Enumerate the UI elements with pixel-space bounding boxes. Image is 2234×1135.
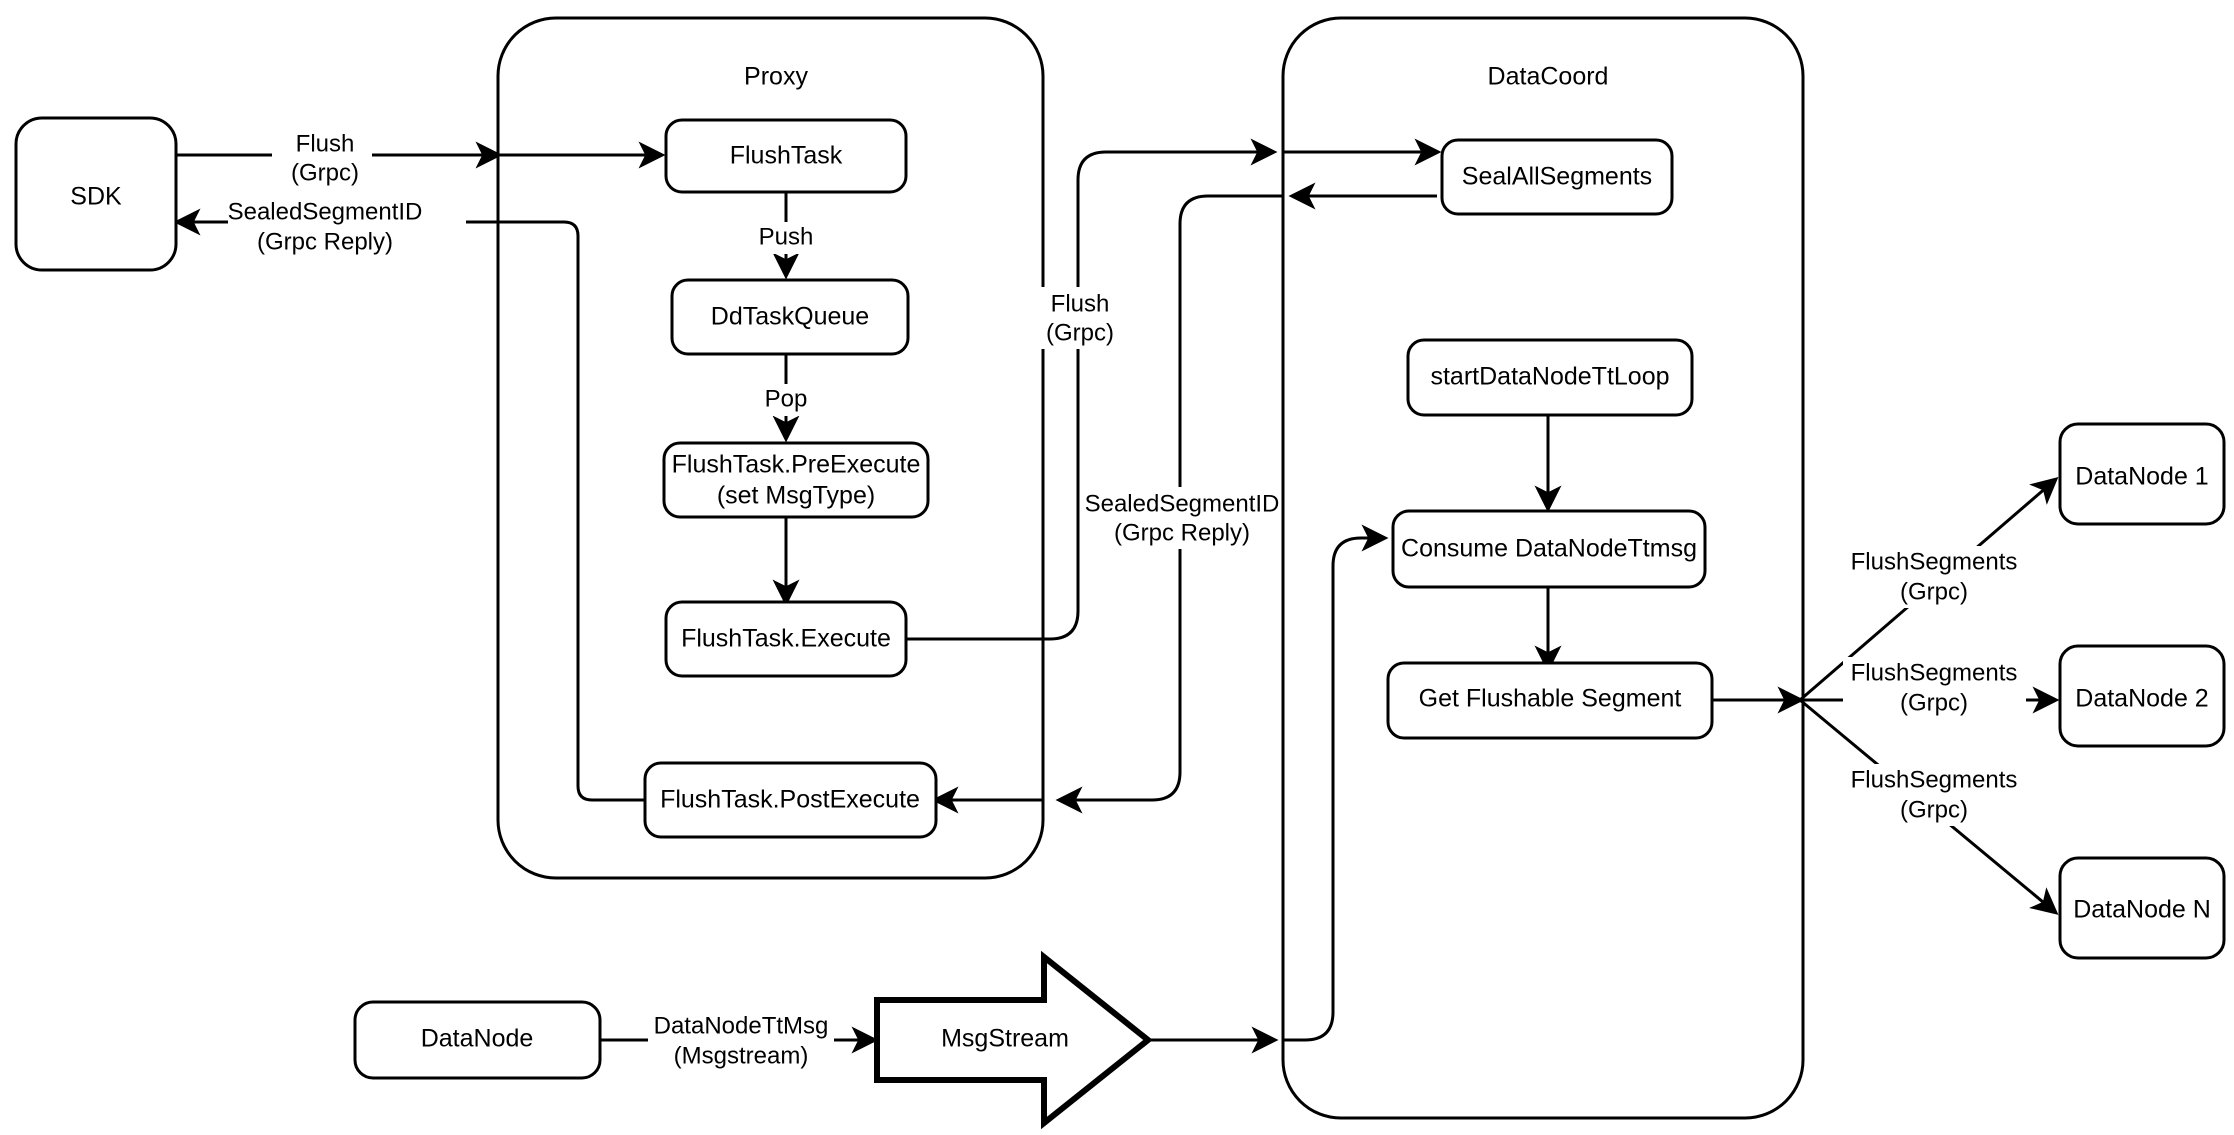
proxy-container-label: Proxy: [744, 63, 808, 91]
flush-grpc-label-line2: (Grpc): [291, 159, 359, 186]
flush-task-postexecute-label: FlushTask.PostExecute: [660, 786, 920, 814]
datanode-tt-msg-label-line1: DataNodeTtMsg: [654, 1012, 829, 1039]
node-datanode-1[interactable]: DataNode 1: [2058, 422, 2226, 526]
flush-task-preexecute-label-line2: (set MsgType): [717, 482, 875, 510]
edge-label-flush-segments-2: FlushSegments (Grpc): [1843, 657, 2026, 719]
sdk-label: SDK: [70, 183, 122, 211]
edge-label-sealed-segment-id: SealedSegmentID (Grpc Reply): [228, 196, 466, 256]
seal-all-segments-rect[interactable]: [1440, 138, 1674, 216]
sealed-segment-id-mid-label-line1: SealedSegmentID: [1085, 490, 1280, 517]
edge-label-flush-segments-3: FlushSegments (Grpc): [1843, 764, 2026, 826]
datanode-bottom-label: DataNode: [421, 1025, 534, 1053]
node-flush-task[interactable]: FlushTask: [664, 118, 908, 194]
datanode-2-label: DataNode 2: [2075, 685, 2208, 713]
flush-grpc-mid-label-line2: (Grpc): [1046, 319, 1114, 346]
consume-datanode-ttmsg-rect[interactable]: [1391, 509, 1707, 589]
edge-label-push: Push: [751, 222, 821, 254]
edge-label-flush-grpc-mid: Flush (Grpc): [1030, 287, 1130, 349]
consume-datanode-ttmsg-label: Consume DataNodeTtmsg: [1401, 535, 1697, 563]
flush-segments-1-label-line1: FlushSegments: [1851, 548, 2018, 575]
container-proxy: Proxy: [496, 16, 1045, 880]
flush-task-rect[interactable]: [664, 118, 908, 194]
sealed-segment-id-label-line1: SealedSegmentID: [228, 198, 423, 225]
start-datanode-tt-loop-rect[interactable]: [1406, 338, 1694, 417]
edge-label-datanode-tt-msg: DataNodeTtMsg (Msgstream): [648, 1010, 834, 1072]
datanode-bottom-rect[interactable]: [353, 1000, 602, 1080]
flush-grpc-mid-label-line1: Flush: [1051, 290, 1110, 317]
flush-task-preexecute-label-line1: FlushTask.PreExecute: [672, 451, 921, 479]
edge-label-pop: Pop: [755, 384, 817, 416]
flush-segments-3-label-line1: FlushSegments: [1851, 766, 2018, 793]
node-flush-task-preexecute[interactable]: FlushTask.PreExecute (set MsgType): [662, 441, 930, 519]
get-flushable-segment-label: Get Flushable Segment: [1419, 685, 1682, 713]
datanode-tt-msg-label-line2: (Msgstream): [674, 1042, 809, 1069]
node-seal-all-segments[interactable]: SealAllSegments: [1440, 138, 1674, 216]
datanode-1-rect[interactable]: [2058, 422, 2226, 526]
sealed-segment-id-mid-label-line2: (Grpc Reply): [1114, 519, 1250, 546]
node-dd-task-queue[interactable]: DdTaskQueue: [670, 278, 910, 356]
node-flush-task-execute[interactable]: FlushTask.Execute: [664, 600, 908, 678]
node-flush-task-postexecute[interactable]: FlushTask.PostExecute: [643, 761, 938, 839]
container-datacoord: DataCoord: [1281, 16, 1805, 1120]
node-start-datanode-tt-loop[interactable]: startDataNodeTtLoop: [1406, 338, 1694, 417]
edge-execute-to-sealallsegments-boundary: [906, 138, 1278, 641]
flush-segments-1-label-line2: (Grpc): [1900, 578, 1968, 605]
edge-postexecute-to-sdk: [173, 208, 645, 802]
flush-task-execute-label: FlushTask.Execute: [681, 625, 891, 653]
start-datanode-tt-loop-label: startDataNodeTtLoop: [1430, 363, 1669, 391]
edge-datacoord-boundary-to-consume: [1283, 524, 1389, 1042]
datacoord-container-rect: [1281, 16, 1805, 1120]
sealed-segment-id-label-line2: (Grpc Reply): [257, 228, 393, 255]
node-consume-datanode-ttmsg[interactable]: Consume DataNodeTtmsg: [1391, 509, 1707, 589]
edge-label-flush-grpc: Flush (Grpc): [272, 128, 372, 188]
datacoord-container-label: DataCoord: [1488, 63, 1609, 91]
seal-all-segments-label: SealAllSegments: [1462, 163, 1652, 191]
get-flushable-segment-rect[interactable]: [1386, 661, 1714, 740]
node-datanode-2[interactable]: DataNode 2: [2058, 644, 2226, 748]
node-msgstream[interactable]: MsgStream: [874, 950, 1153, 1130]
node-datanode-n[interactable]: DataNode N: [2058, 856, 2226, 960]
datanode-1-label: DataNode 1: [2075, 463, 2208, 491]
edge-label-flush-segments-1: FlushSegments (Grpc): [1843, 546, 2026, 608]
flush-task-label: FlushTask: [730, 142, 843, 170]
edge-label-sealed-segment-id-mid: SealedSegmentID (Grpc Reply): [1085, 487, 1280, 549]
datanode-2-rect[interactable]: [2058, 644, 2226, 748]
msgstream-arrow-shape[interactable]: [874, 950, 1153, 1130]
flush-task-postexecute-rect[interactable]: [643, 761, 938, 839]
sdk-rect[interactable]: [14, 116, 178, 272]
datanode-n-label: DataNode N: [2073, 896, 2211, 924]
flush-task-execute-rect[interactable]: [664, 600, 908, 678]
dd-task-queue-label: DdTaskQueue: [711, 303, 869, 331]
proxy-container-rect: [496, 16, 1045, 880]
node-get-flushable-segment[interactable]: Get Flushable Segment: [1386, 661, 1714, 740]
push-label: Push: [759, 223, 814, 250]
node-datanode-bottom[interactable]: DataNode: [353, 1000, 602, 1080]
flush-segments-2-label-line1: FlushSegments: [1851, 659, 2018, 686]
node-sdk[interactable]: SDK: [14, 116, 178, 272]
pop-label: Pop: [765, 385, 808, 412]
dd-task-queue-rect[interactable]: [670, 278, 910, 356]
flush-task-preexecute-rect[interactable]: [662, 441, 930, 519]
datanode-n-rect[interactable]: [2058, 856, 2226, 960]
flush-grpc-label-line1: Flush: [296, 130, 355, 157]
flush-segments-3-label-line2: (Grpc): [1900, 796, 1968, 823]
flush-segments-2-label-line2: (Grpc): [1900, 689, 1968, 716]
msgstream-label: MsgStream: [941, 1025, 1069, 1053]
